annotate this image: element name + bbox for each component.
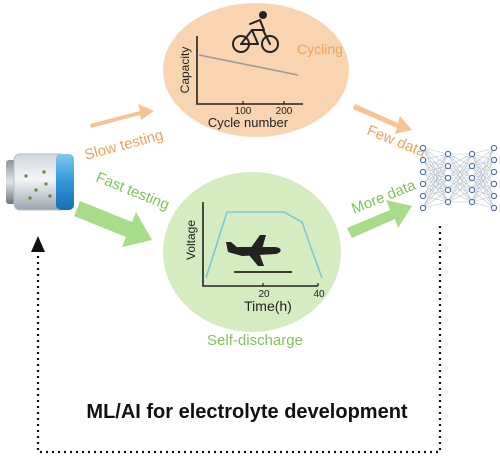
network-node (468, 174, 476, 182)
network-node (468, 186, 476, 194)
network-edge (422, 165, 449, 209)
network-edge (447, 153, 473, 167)
network-node (444, 198, 452, 206)
network-edge (447, 177, 473, 203)
network-edge (471, 195, 495, 203)
network-edge (422, 201, 449, 209)
network-node (419, 180, 427, 188)
network-edge (422, 177, 449, 209)
network-node (468, 150, 476, 158)
network-node (444, 186, 452, 194)
network-edge (471, 147, 495, 155)
cycling-x-axis-label: Cycle number (208, 115, 289, 130)
network-node (490, 192, 498, 200)
network-node (468, 198, 476, 206)
network-edge (471, 183, 495, 203)
network-edge (471, 147, 495, 167)
fast-testing-label: Fast testing (94, 169, 172, 214)
discharge-y-axis-label: Voltage (184, 220, 198, 260)
fast-testing-arrow: Fast testing (74, 169, 172, 247)
cyclist-icon (232, 11, 279, 53)
network-node (419, 192, 427, 200)
slow-testing-arrow: Slow testing (83, 104, 166, 164)
network-edge (422, 189, 449, 209)
discharge-tick-40: 40 (313, 289, 325, 300)
network-edge (471, 147, 495, 191)
cycling-label: Cycling (297, 41, 343, 57)
battery-icon (6, 153, 74, 211)
network-edge (471, 159, 495, 203)
airplane-icon (226, 235, 281, 266)
cycling-tick-100: 100 (235, 106, 252, 117)
discharge-curve (205, 211, 323, 279)
cycling-y-axis-label: Capacity (178, 47, 192, 94)
network-node (444, 174, 452, 182)
network-edge (447, 153, 473, 179)
network-edge (471, 171, 495, 203)
network-edge (422, 147, 449, 155)
neural-network-icon (419, 144, 498, 212)
slow-testing-label: Slow testing (83, 127, 166, 164)
network-node (490, 204, 498, 212)
network-node (468, 162, 476, 170)
network-edge (447, 189, 473, 203)
network-node (490, 144, 498, 152)
network-edge (422, 153, 449, 161)
network-node (490, 180, 498, 188)
feedback-arrowhead (31, 236, 45, 252)
network-edge (422, 153, 449, 209)
discharge-axes (202, 202, 318, 287)
network-node (419, 168, 427, 176)
network-edge (447, 153, 473, 191)
feedback-loop (36, 226, 442, 454)
more-data-arrow: More data (347, 176, 419, 238)
network-edge (422, 153, 449, 185)
network-node (444, 162, 452, 170)
network-node (419, 156, 427, 164)
network-edge (471, 147, 495, 203)
self-discharge-panel: 20 40 Time(h) Voltage Self-discharge (163, 172, 341, 349)
discharge-tick-20: 20 (258, 289, 270, 300)
footer-title: ML/AI for electrolyte development (86, 401, 408, 423)
network-edge (447, 165, 473, 203)
network-node (490, 168, 498, 176)
network-edge (471, 147, 495, 179)
network-edge (422, 153, 449, 173)
self-discharge-label: Self-discharge (207, 332, 303, 349)
network-edge (422, 153, 449, 197)
few-data-arrow: Few data (353, 104, 429, 161)
network-node (419, 144, 427, 152)
cycling-tick-200: 200 (276, 106, 293, 117)
network-node (419, 204, 427, 212)
capacity-line (198, 54, 299, 76)
cycling-axes (196, 36, 303, 105)
network-node (444, 150, 452, 158)
network-edge (447, 153, 473, 203)
network-node (490, 156, 498, 164)
network-edge (471, 201, 495, 209)
discharge-x-axis-label: Time(h) (244, 298, 292, 314)
cycling-panel: 100 200 Cycle number Capacity Cycling (163, 3, 349, 137)
